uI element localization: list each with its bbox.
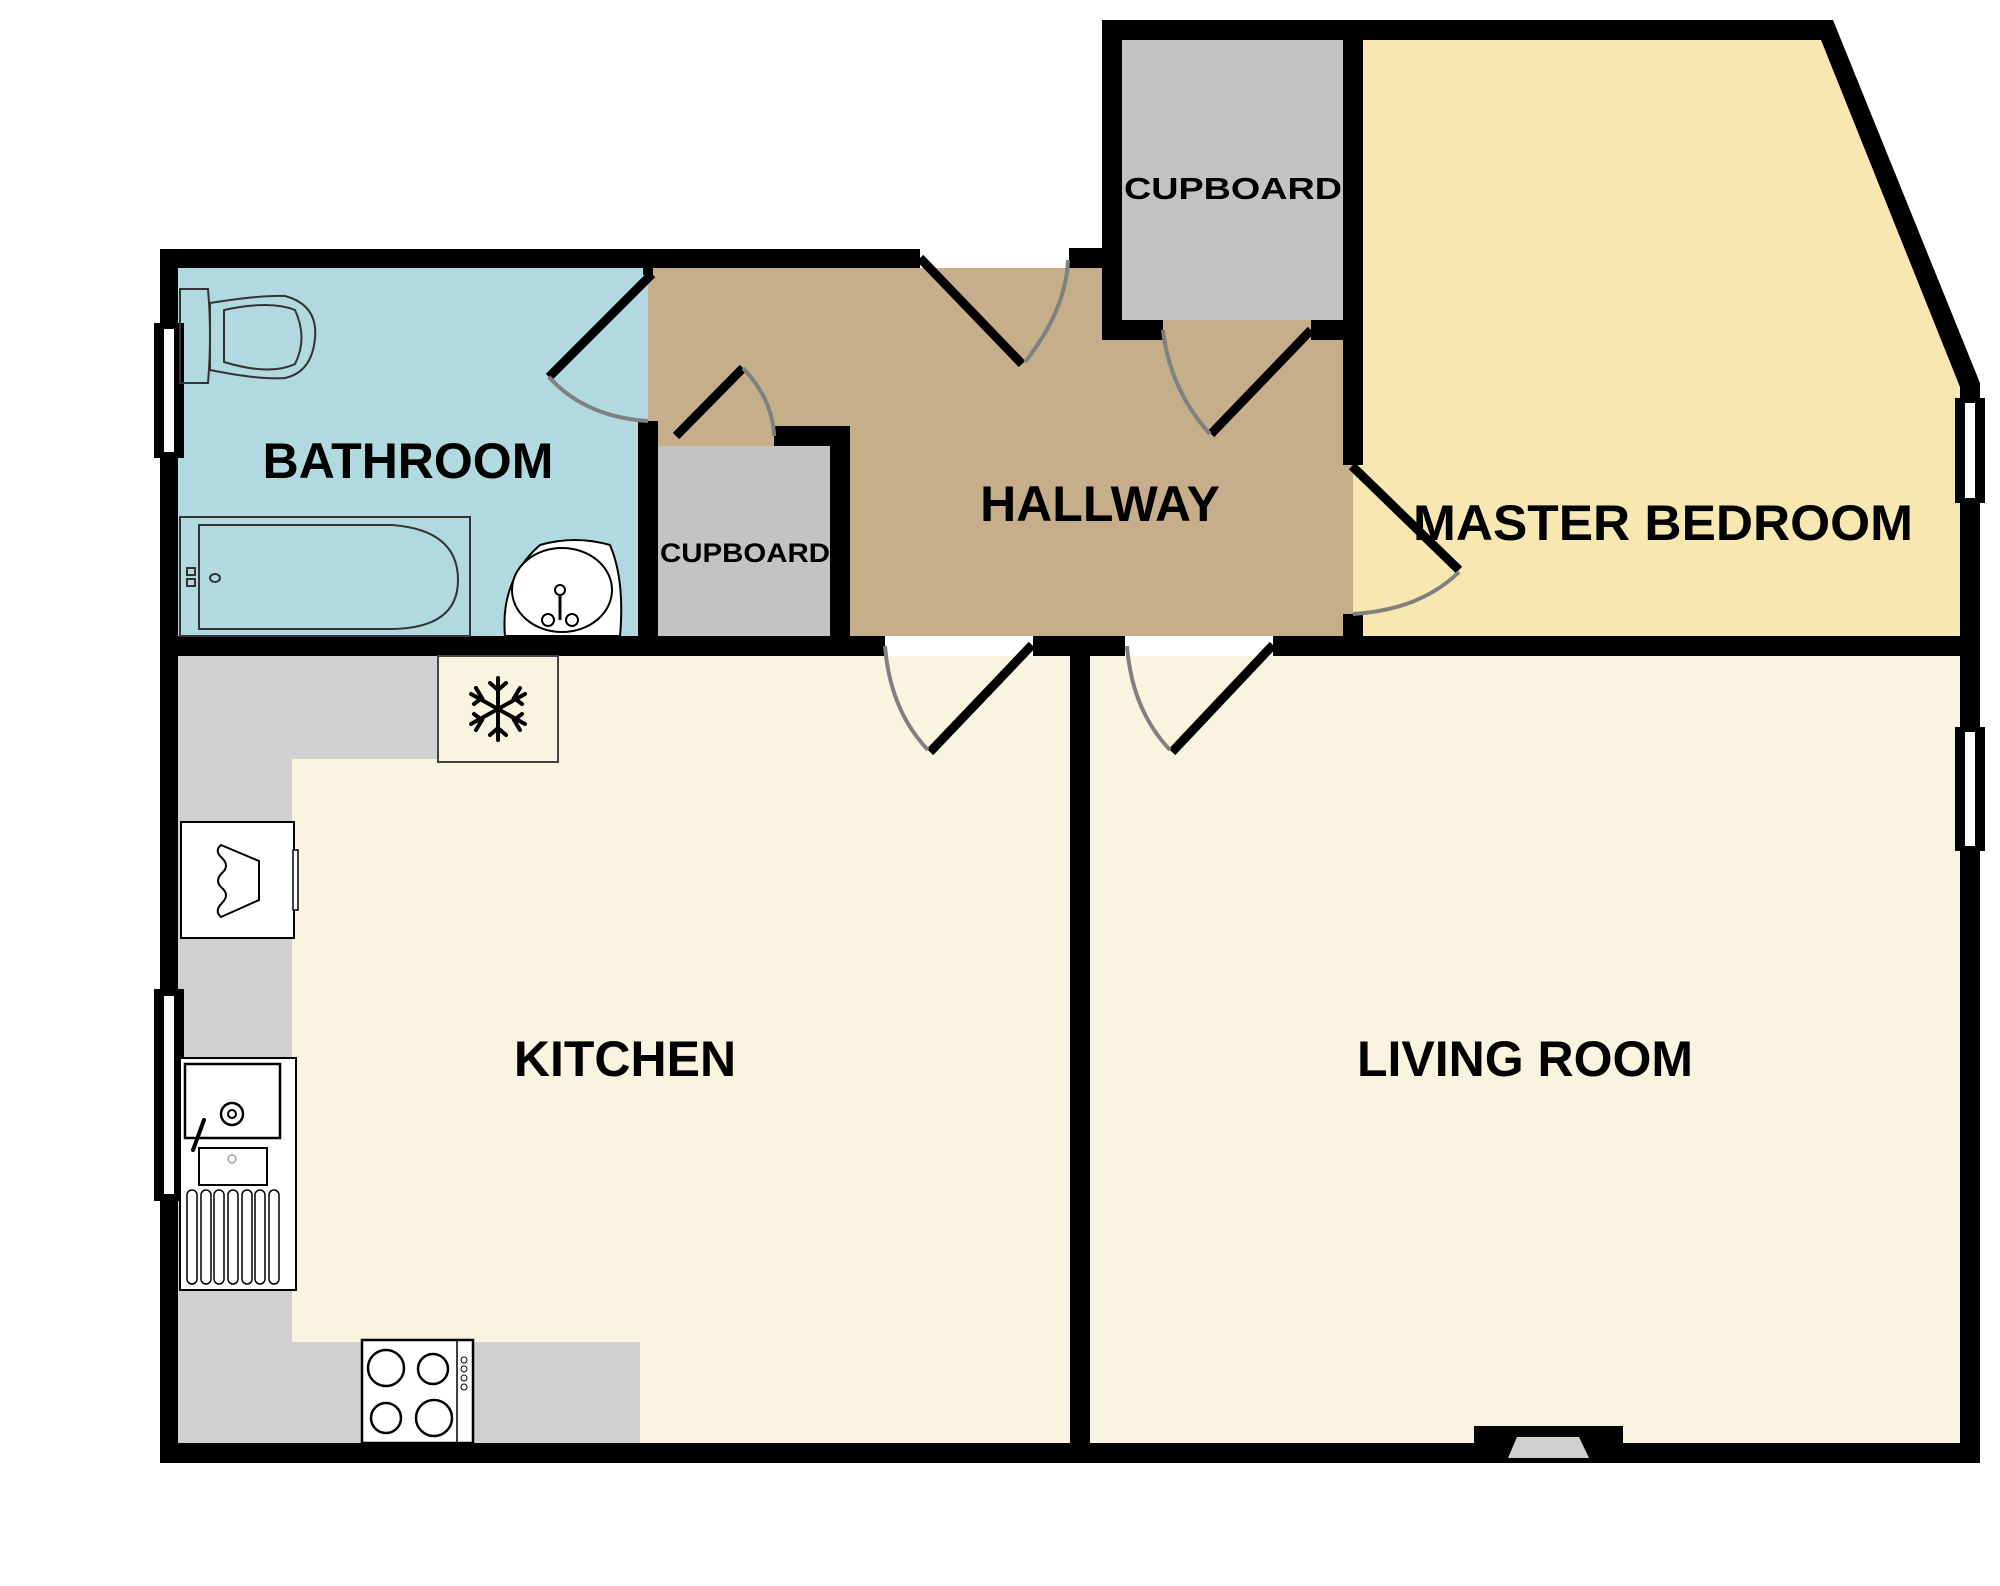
- small-cupboard-floor: [658, 446, 830, 636]
- label-kitchen: KITCHEN: [514, 1031, 736, 1087]
- wall-bottom: [160, 1443, 1980, 1463]
- wall-hallway-top: [648, 249, 920, 268]
- wall-cupboard-bottom-left: [1102, 320, 1163, 340]
- wall-bedroom-left-lower: [1343, 614, 1363, 656]
- washing-machine-icon: [180, 821, 299, 939]
- window-bedroom: [1955, 398, 1985, 503]
- label-living-room: LIVING ROOM: [1357, 1031, 1693, 1087]
- toilet-icon: [179, 288, 317, 384]
- walls: [160, 20, 1980, 1463]
- kitchen-floor: [178, 656, 1070, 1443]
- door-small-cupboard: [672, 364, 776, 440]
- sink-icon: [179, 1057, 297, 1291]
- washbasin-icon: [503, 539, 623, 637]
- hob-icon: [360, 1338, 475, 1445]
- wall-cupboard-left: [1102, 20, 1122, 340]
- label-master-bedroom: MASTER BEDROOM: [1413, 495, 1913, 551]
- top-cupboard-floor: [1122, 40, 1344, 320]
- wall-middle-right: [1273, 636, 1980, 656]
- wall-small-cupboard-right: [830, 426, 850, 656]
- label-cupboard-top: CUPBOARD: [1124, 171, 1342, 206]
- snowflake-icon: [469, 676, 527, 742]
- wall-bathroom-top: [160, 249, 653, 268]
- fireplace-icon: [1474, 1426, 1623, 1463]
- kitchen-fixtures: [179, 655, 559, 1445]
- wall-bedroom-left: [1343, 20, 1363, 465]
- bathroom-fixtures: [179, 288, 623, 637]
- door-top-cupboard: [1161, 326, 1315, 438]
- living-room-floor: [1090, 656, 1960, 1443]
- doors: [545, 254, 1463, 756]
- wall-bathroom-right: [638, 421, 658, 656]
- door-kitchen: [883, 641, 1036, 756]
- wall-small-cupboard-top-left: [638, 426, 656, 446]
- label-bathroom: BATHROOM: [263, 433, 554, 489]
- master-bedroom-floor: [1353, 40, 1960, 636]
- door-front-entrance: [916, 254, 1070, 368]
- counter-left: [178, 656, 292, 1443]
- door-master-bedroom: [1348, 462, 1463, 616]
- wall-middle-left: [160, 636, 885, 656]
- wall-divider: [1070, 636, 1090, 1463]
- wall-bathroom-right-top: [643, 249, 653, 275]
- wall-cupboard-top: [1102, 20, 1833, 40]
- label-hallway: HALLWAY: [980, 476, 1220, 532]
- door-living-room: [1125, 641, 1277, 756]
- fridge-freezer: [437, 655, 559, 763]
- wall-hallway-top-right: [1069, 248, 1109, 268]
- wall-right: [1960, 383, 1980, 1463]
- window-living-room: [1955, 727, 1985, 851]
- room-labels: BATHROOM CUPBOARD HALLWAY CUPBOARD MASTE…: [263, 171, 1913, 1087]
- bathtub-icon: [179, 516, 471, 637]
- label-cupboard-small: CUPBOARD: [660, 538, 830, 568]
- room-fills: [178, 40, 1960, 1443]
- door-bathroom: [545, 270, 656, 423]
- wall-bedroom-diagonal: [1821, 20, 1980, 400]
